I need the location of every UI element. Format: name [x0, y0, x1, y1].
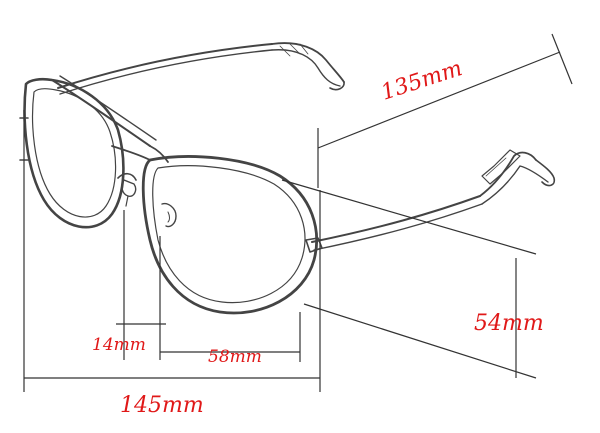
dimension-lines	[23, 33, 573, 392]
far-temple-arm	[57, 42, 345, 95]
frame-width-label: 145mm	[120, 393, 204, 418]
lens-height-label: 54mm	[474, 311, 544, 336]
lens-height-extension-line-bottom	[303, 303, 537, 379]
lens-height-extension-line-top	[281, 179, 537, 255]
temple-length-dimension-line	[317, 51, 561, 149]
bridge-width-label: 14mm	[92, 335, 146, 355]
near-lens	[141, 155, 323, 315]
brow-bridge	[51, 75, 169, 163]
temple-length-label: 135mm	[378, 56, 465, 106]
aviator-sunglasses	[19, 42, 556, 315]
near-temple-arm	[311, 149, 556, 251]
temple-length-extension-line-end	[551, 33, 573, 85]
nose-bridge	[111, 145, 151, 207]
far-lens	[19, 77, 125, 229]
lens-width-label: 58mm	[208, 347, 262, 367]
